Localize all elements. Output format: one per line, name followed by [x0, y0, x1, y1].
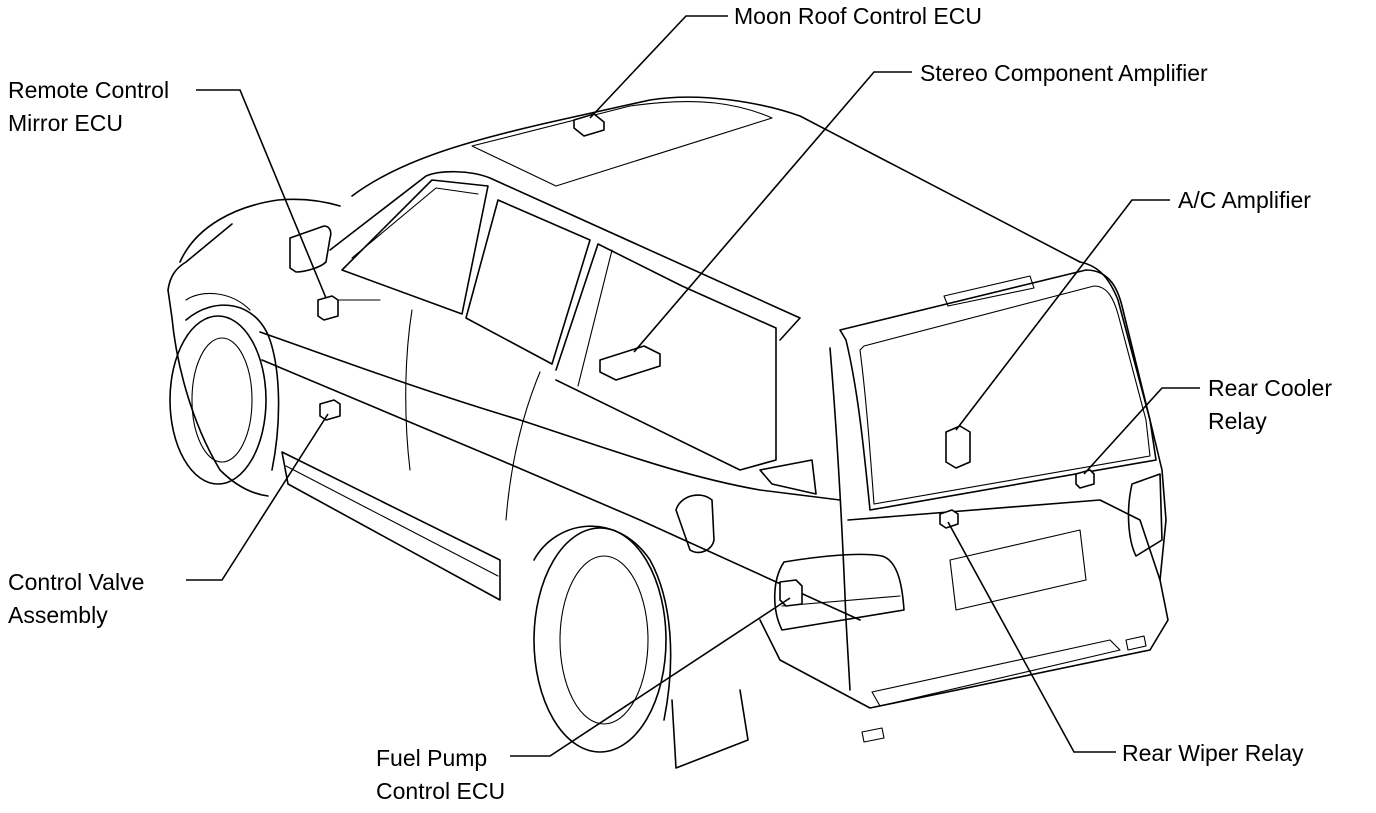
label-ac-amplifier: A/C Amplifier — [1178, 184, 1311, 217]
fuel-pump-ecu-marker — [779, 579, 803, 607]
rear-cooler-relay-marker — [1075, 469, 1095, 489]
label-control-valve-assembly: Control Valve Assembly — [8, 566, 144, 632]
leader-remote-mirror — [196, 89, 327, 299]
leader-lines — [186, 15, 1200, 757]
label-stereo-component-amplifier: Stereo Component Amplifier — [920, 57, 1208, 90]
label-remote-control-mirror-ecu: Remote Control Mirror ECU — [8, 74, 169, 140]
control-valve-marker — [319, 399, 341, 421]
leader-fuel-pump — [510, 597, 791, 757]
label-line-1: Remote Control — [8, 77, 170, 103]
ac-amplifier-marker — [945, 425, 971, 469]
label-text: A/C Amplifier — [1178, 187, 1311, 213]
vehicle-body — [167, 96, 1169, 769]
label-moon-roof-control-ecu: Moon Roof Control ECU — [734, 0, 982, 33]
label-text: Moon Roof Control ECU — [734, 3, 982, 29]
label-line-2: Assembly — [8, 602, 108, 628]
stereo-amplifier-marker — [599, 345, 661, 381]
leader-ac-amplifier — [955, 199, 1170, 431]
leader-rear-wiper — [947, 521, 1116, 753]
label-fuel-pump-control-ecu: Fuel Pump Control ECU — [376, 742, 505, 808]
component-markers — [317, 113, 1095, 607]
label-line-2: Mirror ECU — [8, 110, 123, 136]
label-text: Rear Wiper Relay — [1122, 740, 1304, 766]
label-line-1: Fuel Pump — [376, 745, 488, 771]
label-line-2: Relay — [1208, 408, 1267, 434]
label-line-1: Control Valve — [8, 569, 145, 595]
label-line-2: Control ECU — [376, 778, 506, 804]
label-rear-cooler-relay: Rear Cooler Relay — [1208, 372, 1332, 438]
rear-wiper-relay-marker — [939, 509, 959, 529]
leader-moon-roof — [589, 15, 728, 119]
label-line-1: Rear Cooler — [1208, 375, 1332, 401]
moon-roof-ecu-marker — [573, 113, 605, 137]
label-text: Stereo Component Amplifier — [920, 60, 1208, 86]
leader-rear-cooler — [1083, 387, 1200, 475]
leader-control-valve — [186, 413, 329, 581]
label-rear-wiper-relay: Rear Wiper Relay — [1122, 737, 1304, 770]
remote-mirror-ecu-marker — [317, 295, 339, 321]
leader-stereo — [633, 71, 912, 353]
